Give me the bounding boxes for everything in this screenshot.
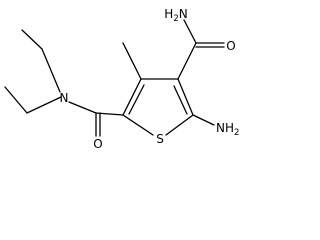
bond-methyl	[122, 42, 142, 80]
bond-s-c2	[122, 114, 154, 136]
ethyl-group-upper	[21, 29, 61, 93]
atom-label-ring-sulfur: S	[156, 132, 164, 146]
atom-label-amide-left-nitrogen: N	[60, 91, 69, 105]
atom-label-amine-top: H2N	[164, 7, 187, 24]
bond-c4-c5-inner	[173, 85, 188, 115]
thiophene-ring	[122, 78, 194, 136]
bond-c2-c3-inner	[128, 84, 145, 115]
bond-carbonyl-ring	[95, 112, 124, 116]
bond-ethyl-upper-ch2-n	[41, 48, 61, 93]
bond-n-carbonyl	[68, 101, 97, 114]
bond-c2-c3	[122, 78, 142, 116]
chemical-structure: H2N O N O S NH2	[4, 7, 239, 151]
ethyl-group-lower	[4, 86, 62, 114]
atom-label-amide-top-oxygen: O	[226, 39, 235, 53]
bond-ethyl-upper-ch3-ch2	[21, 29, 43, 50]
bond-ethyl-lower-ch3-ch2	[4, 86, 28, 114]
atom-label-amine-right: NH2	[216, 121, 239, 138]
amide-left	[68, 101, 124, 137]
bond-carbonyl-top-n	[183, 19, 197, 44]
atom-label-amide-left-oxygen: O	[93, 137, 102, 151]
amide-top	[177, 19, 225, 80]
bond-c5-s	[165, 114, 194, 136]
bond-c5-amine	[192, 114, 215, 126]
bond-c4-c5	[177, 78, 194, 116]
bond-ring-carbonyl-top	[177, 42, 197, 80]
bond-ethyl-lower-ch2-n	[26, 96, 62, 114]
